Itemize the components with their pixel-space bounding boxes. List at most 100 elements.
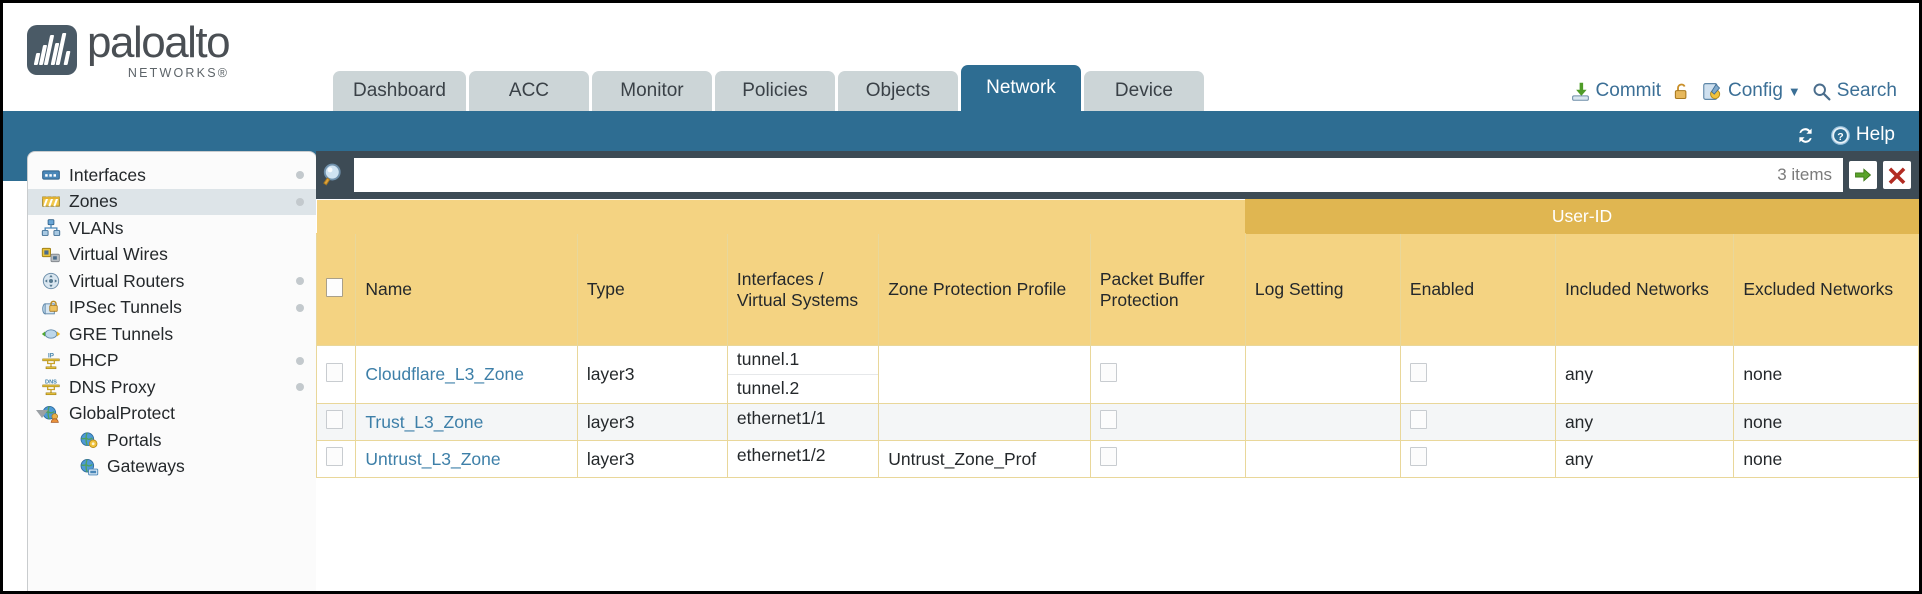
- refresh-button[interactable]: [1795, 125, 1816, 146]
- commit-button[interactable]: Commit: [1570, 80, 1661, 102]
- column-header-excluded-networks[interactable]: Excluded Networks: [1733, 233, 1919, 346]
- table-row[interactable]: Trust_L3_Zone layer3 ethernet1/1: [316, 403, 1919, 441]
- tab-acc[interactable]: ACC: [468, 71, 589, 111]
- select-all-checkbox[interactable]: [326, 277, 343, 297]
- clear-filter-button[interactable]: [1883, 161, 1911, 189]
- virtual-routers-icon: [42, 273, 60, 290]
- column-header-zone-protection-profile[interactable]: Zone Protection Profile: [878, 233, 1091, 346]
- cell-type: layer3: [576, 345, 728, 404]
- sidebar-nav-list: Interfaces Zones VLANs: [28, 162, 316, 480]
- dns-proxy-icon: DNS: [42, 380, 60, 396]
- sidebar-item-label: DHCP: [69, 350, 119, 371]
- search-input[interactable]: 3 items: [354, 158, 1843, 192]
- sidebar-item-zones[interactable]: Zones: [28, 188, 316, 215]
- zone-name-link[interactable]: Cloudflare_L3_Zone: [365, 364, 524, 384]
- lock-button[interactable]: [1671, 81, 1692, 102]
- tab-monitor[interactable]: Monitor: [591, 71, 712, 111]
- column-header-included-networks[interactable]: Included Networks: [1554, 233, 1735, 346]
- packet-buffer-protection-checkbox[interactable]: [1099, 410, 1117, 429]
- zones-table-group-row: User-ID: [316, 199, 1919, 234]
- cell-excluded-networks: none: [1733, 440, 1919, 478]
- sidebar-item-interfaces[interactable]: Interfaces: [28, 162, 316, 189]
- cell-log-setting: [1244, 403, 1401, 441]
- userid-enabled-checkbox[interactable]: [1409, 362, 1427, 382]
- column-header-packet-buffer-protection[interactable]: Packet Buffer Protection: [1089, 233, 1246, 346]
- gre-tunnels-icon: [41, 329, 61, 339]
- cell-name: Cloudflare_L3_Zone: [355, 345, 578, 404]
- sidebar-item-globalprotect[interactable]: GlobalProtect: [28, 401, 316, 428]
- row-select-cell: [316, 440, 357, 478]
- brand-subtitle: NETWORKS®: [127, 66, 230, 80]
- cell-zone-protection-profile: [878, 345, 1091, 404]
- expand-collapse-caret-icon[interactable]: [36, 409, 48, 418]
- userid-enabled-checkbox[interactable]: [1409, 410, 1427, 429]
- column-header-type[interactable]: Type: [576, 233, 728, 346]
- cell-packet-buffer-protection: [1089, 403, 1246, 441]
- cell-included-networks: any: [1554, 345, 1735, 404]
- magnifier-icon[interactable]: [320, 161, 348, 189]
- sidebar-item-virtual-routers[interactable]: Virtual Routers: [28, 268, 316, 295]
- cell-userid-enabled: [1399, 345, 1556, 404]
- zone-name-link[interactable]: Trust_L3_Zone: [365, 411, 484, 432]
- zones-table-body: Cloudflare_L3_Zone layer3 tunnel.1 tunne…: [316, 345, 1919, 478]
- sidebar-item-label: Gateways: [107, 456, 185, 477]
- column-header-interfaces[interactable]: Interfaces / Virtual Systems: [726, 233, 880, 346]
- cell-log-setting: [1244, 345, 1401, 404]
- tab-network[interactable]: Network: [960, 65, 1081, 111]
- svg-text:IP: IP: [48, 352, 54, 359]
- tab-objects[interactable]: Objects: [837, 71, 958, 111]
- help-icon: ?: [1831, 125, 1850, 145]
- packet-buffer-protection-checkbox[interactable]: [1099, 362, 1117, 382]
- help-label: Help: [1855, 124, 1895, 145]
- sidebar-item-virtual-wires[interactable]: Virtual Wires: [28, 242, 316, 269]
- cell-interfaces: ethernet1/2: [726, 440, 880, 478]
- sidebar-item-label: Virtual Routers: [69, 270, 185, 291]
- sidebar-item-ipsec-tunnels[interactable]: IPSec Tunnels: [28, 295, 316, 322]
- sidebar-item-dhcp[interactable]: IP DHCP: [28, 348, 316, 375]
- tab-policies[interactable]: Policies: [714, 71, 835, 111]
- virtual-wires-icon: [41, 247, 60, 262]
- top-header-bar: paloalto NETWORKS® Dashboard ACC Monitor…: [3, 3, 1919, 111]
- row-select-cell: [316, 345, 357, 404]
- sidebar-item-portals[interactable]: Portals: [28, 427, 316, 454]
- table-row[interactable]: Cloudflare_L3_Zone layer3 tunnel.1 tunne…: [316, 345, 1919, 404]
- config-menu-button[interactable]: Config ▼: [1702, 80, 1801, 102]
- sidebar-item-label: Zones: [69, 191, 118, 212]
- red-x-icon: [1888, 167, 1906, 185]
- tab-device[interactable]: Device: [1083, 71, 1204, 111]
- brand-logo[interactable]: paloalto NETWORKS®: [27, 21, 231, 80]
- userid-enabled-checkbox[interactable]: [1409, 447, 1427, 466]
- sidebar-item-vlans[interactable]: VLANs: [28, 215, 316, 242]
- teal-bar-actions: ? Help: [1795, 124, 1895, 146]
- sidebar-item-label: VLANs: [69, 217, 124, 238]
- column-header-log-setting[interactable]: Log Setting: [1244, 233, 1401, 346]
- zone-name-link[interactable]: Untrust_L3_Zone: [365, 448, 501, 469]
- table-row[interactable]: Untrust_L3_Zone layer3 ethernet1/2 Untru…: [316, 440, 1919, 478]
- svg-text:DNS: DNS: [45, 380, 57, 386]
- sidebar-item-gateways[interactable]: Gateways: [28, 454, 316, 481]
- column-header-enabled[interactable]: Enabled: [1399, 233, 1556, 346]
- config-wrench-icon: [1703, 82, 1721, 100]
- search-button[interactable]: Search: [1811, 80, 1897, 102]
- commit-label: Commit: [1595, 80, 1661, 101]
- cell-zone-protection-profile: Untrust_Zone_Prof: [878, 440, 1091, 478]
- tab-dashboard[interactable]: Dashboard: [333, 71, 466, 111]
- interfaces-icon: [42, 170, 60, 180]
- help-button[interactable]: ? Help: [1830, 124, 1895, 146]
- main-nav-tabs: Dashboard ACC Monitor Policies Objects N…: [333, 65, 1204, 111]
- apply-filter-button[interactable]: [1849, 161, 1877, 189]
- sidebar-item-dns-proxy[interactable]: DNS DNS Proxy: [28, 374, 316, 401]
- zones-icon: [42, 196, 60, 207]
- row-checkbox[interactable]: [326, 447, 343, 466]
- row-checkbox[interactable]: [326, 362, 343, 382]
- packet-buffer-protection-checkbox[interactable]: [1099, 447, 1117, 466]
- cell-included-networks: any: [1554, 440, 1735, 478]
- group-header-spacer: [316, 199, 1246, 234]
- search-icon: [1813, 83, 1831, 101]
- zones-table-scroll[interactable]: User-ID Name Type Interfaces / Virtual S…: [316, 199, 1919, 591]
- refresh-icon: [1799, 127, 1812, 143]
- sidebar-item-gre-tunnels[interactable]: GRE Tunnels: [28, 321, 316, 348]
- column-header-name[interactable]: Name: [355, 233, 578, 346]
- row-checkbox[interactable]: [326, 410, 343, 429]
- chevron-down-icon: ▼: [1787, 83, 1801, 99]
